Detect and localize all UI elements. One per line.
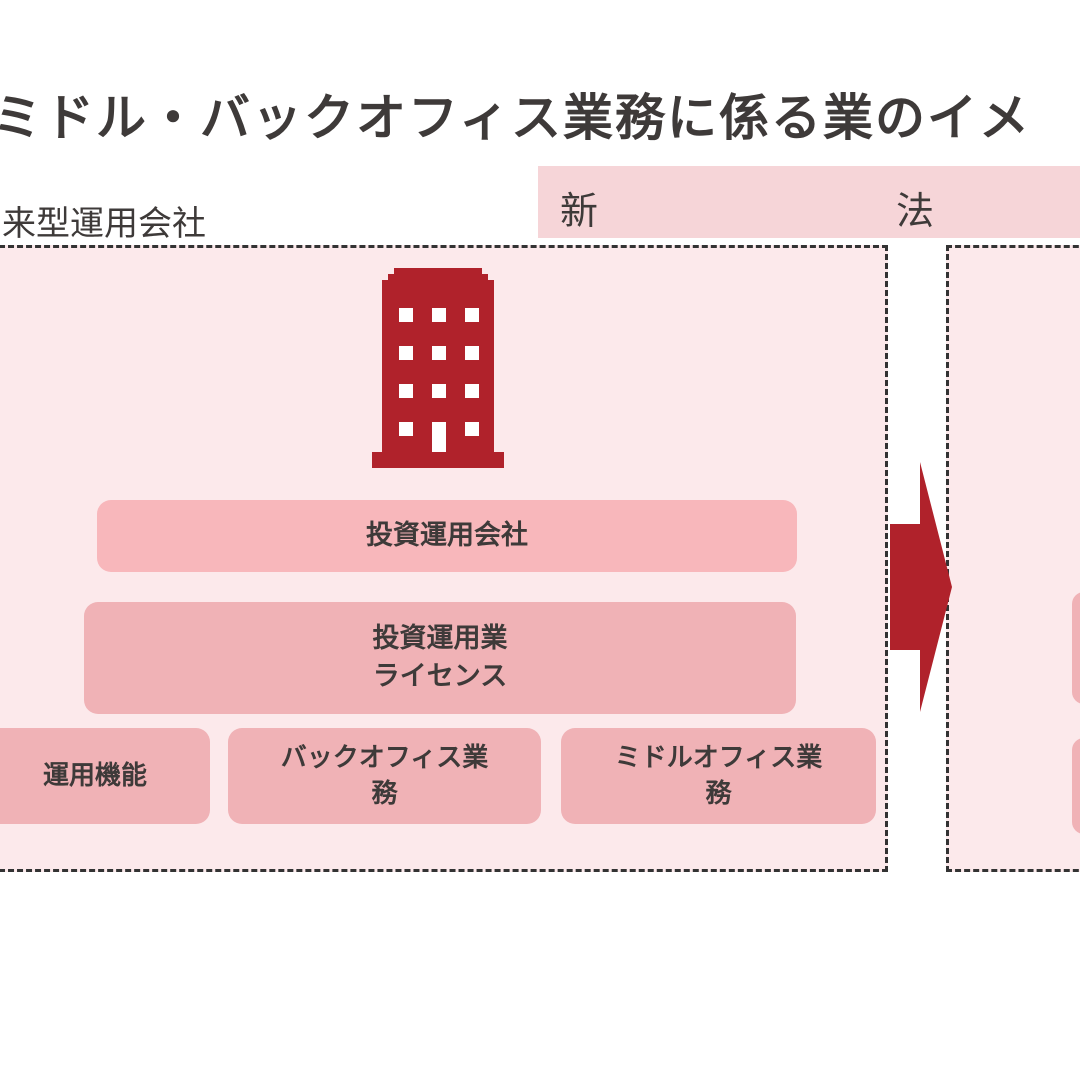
page-title: ミドル・バックオフィス業務に係る業のイメ [0,89,1031,147]
back-office-box: バックオフィス業 務 [228,728,541,824]
middle-office-box: ミドルオフィス業 務 [561,728,876,824]
new-scheme-char-2: 法 [896,189,935,233]
new-scheme-char-1: 新 [560,189,599,233]
new-scheme-header-band: 新 法 [538,166,1080,238]
new-scheme-box-1 [1072,592,1080,704]
operations-function-box: 運用機能 [0,728,210,824]
right-arrow-icon [890,462,952,712]
new-scheme-box-2 [1072,738,1080,834]
investment-license-box: 投資運用業 ライセンス [84,602,796,714]
office-building-icon [372,268,504,468]
traditional-company-label: 来型運用会社 [2,204,206,244]
new-scheme-panel [946,245,1080,872]
investment-company-box: 投資運用会社 [97,500,797,572]
